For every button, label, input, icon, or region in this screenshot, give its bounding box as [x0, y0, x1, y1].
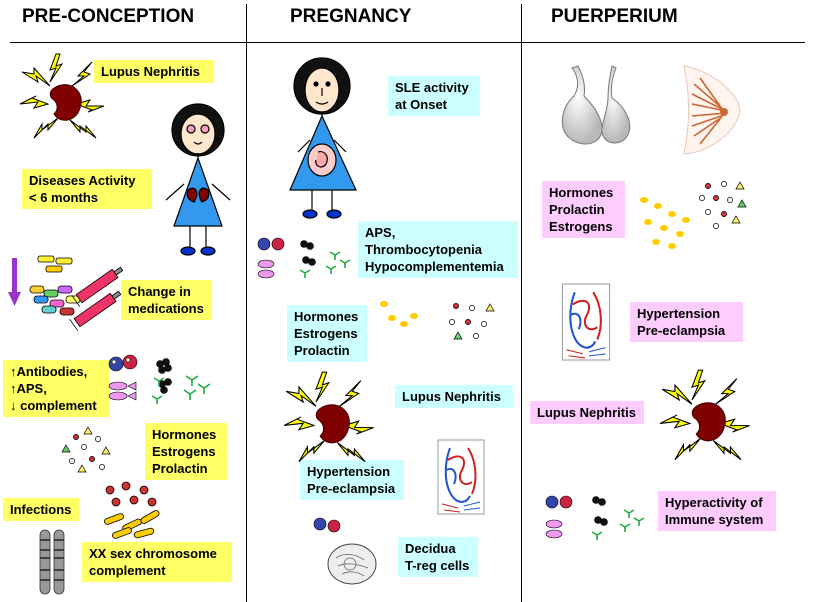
preconception-disease-activity-box: Diseases Activity < 6 months — [22, 169, 152, 209]
hormone-molecules-icon — [61, 426, 111, 473]
column-divider-1 — [246, 4, 247, 602]
column-divider-2 — [521, 4, 522, 602]
woman-figure-icon — [165, 103, 231, 256]
header-divider — [10, 42, 805, 43]
pregnancy-hormone-molecules-icon — [449, 303, 495, 340]
immune-cells-icon — [108, 354, 211, 404]
pregnancy-immune-cells-icon — [257, 237, 351, 279]
puerperium-hypertension-box: Hypertension Pre-eclampsia — [630, 302, 743, 342]
preconception-hormones-box: Hormones Estrogens Prolactin — [145, 423, 227, 480]
pregnancy-lupus-nephritis-box: Lupus Nephritis — [395, 385, 513, 408]
puerperium-heart-diagram-icon — [561, 283, 611, 361]
breast-gland-icon — [561, 65, 631, 145]
kidney-lightning-icon — [19, 53, 105, 139]
puerperium-hyperactivity-box: Hyperactivity of Immune system — [658, 491, 776, 531]
column-header-preconception: PRE-CONCEPTION — [22, 6, 195, 27]
pregnancy-hormones-box: Hormones Estrogens Prolactin — [287, 305, 367, 362]
column-header-puerperium: PUERPERIUM — [551, 6, 678, 27]
pregnancy-heart-diagram-icon — [437, 439, 485, 515]
column-header-pregnancy: PREGNANCY — [290, 6, 412, 27]
medications-icon — [8, 255, 124, 331]
pathogens-icon — [104, 481, 160, 539]
pregnancy-kidney-lightning-icon — [283, 371, 374, 463]
puerperium-lupus-nephritis-box: Lupus Nephritis — [530, 401, 644, 424]
puerperium-hormone-molecules-icon — [699, 181, 747, 229]
preconception-infections-box: Infections — [3, 498, 79, 521]
estrogen-dots-icon — [380, 301, 418, 327]
prolactin-dots-icon — [640, 197, 690, 249]
pregnancy-hypertension-box: Hypertension Pre-eclampsia — [300, 460, 404, 500]
puerperium-hormones-box: Hormones Prolactin Estrogens — [542, 181, 625, 238]
decidua-icon — [313, 517, 377, 585]
chromosome-icon — [39, 529, 65, 595]
preconception-antibodies-box: ↑Antibodies, ↑APS, ↓ complement — [3, 360, 109, 417]
pregnant-woman-icon — [289, 57, 357, 219]
preconception-xx-chromosome-box: XX sex chromosome complement — [82, 542, 232, 582]
puerperium-immune-cells-icon — [545, 495, 645, 540]
puerperium-kidney-lightning-icon — [659, 369, 750, 461]
pregnancy-aps-box: APS, Thrombocytopenia Hypocomplementemia — [358, 221, 518, 278]
preconception-lupus-nephritis-box: Lupus Nephritis — [94, 60, 214, 83]
preconception-change-medications-box: Change in medications — [121, 280, 212, 320]
mammary-tissue-icon — [683, 65, 741, 155]
pregnancy-decidua-box: Decidua T-reg cells — [398, 537, 478, 577]
pregnancy-sle-activity-box: SLE activity at Onset — [388, 76, 480, 116]
